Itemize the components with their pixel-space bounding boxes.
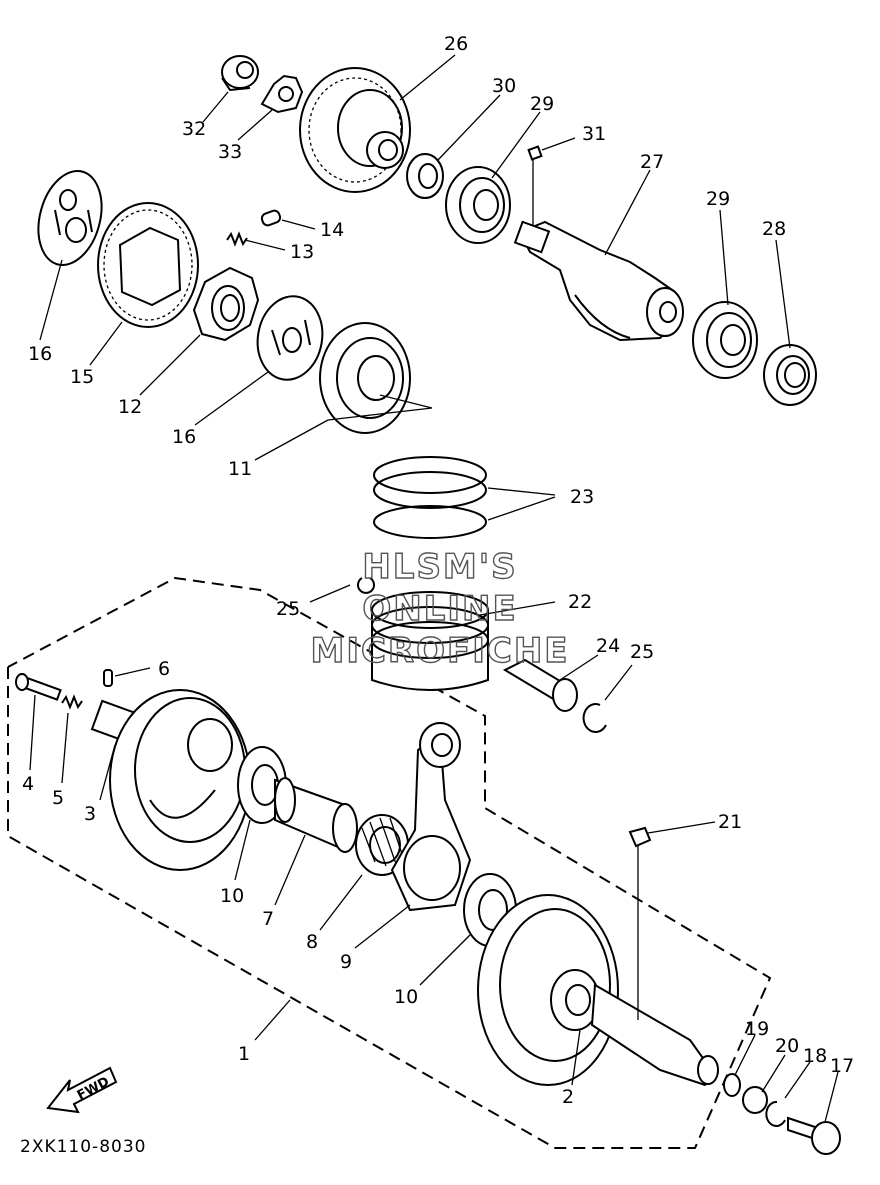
callout-4: 4 <box>22 773 34 795</box>
pin-part-6 <box>103 669 113 687</box>
callout-14: 14 <box>320 219 344 241</box>
callout-7: 7 <box>262 908 274 930</box>
callout-22: 22 <box>568 591 592 613</box>
watermark: HLSM'S ONLINE MICROFICHE <box>310 546 569 671</box>
washer-part-20 <box>742 1086 768 1114</box>
callout-21: 21 <box>718 811 742 833</box>
bolt-part-4 <box>15 673 62 701</box>
plate-part-16-lower <box>256 295 324 381</box>
callout-24: 24 <box>596 635 620 657</box>
key-part-31 <box>527 145 543 161</box>
crank-right-part-2 <box>477 894 719 1087</box>
piston-rings-part-23 <box>373 456 487 539</box>
callout-1: 1 <box>238 1043 250 1065</box>
bearing-part-29-upper <box>445 166 511 244</box>
callout-31: 31 <box>582 123 606 145</box>
callout-16-lower: 16 <box>172 426 196 448</box>
callout-27: 27 <box>640 151 664 173</box>
callout-11: 11 <box>228 458 252 480</box>
callout-23: 23 <box>570 486 594 508</box>
callout-19: 19 <box>745 1018 769 1040</box>
callout-9: 9 <box>340 951 352 973</box>
callout-26: 26 <box>444 33 468 55</box>
crank-pin-part-7 <box>274 777 358 853</box>
watermark-line-2: ONLINE <box>362 589 517 629</box>
callout-13: 13 <box>290 241 314 263</box>
circlip-part-25-right <box>582 703 607 734</box>
callout-2: 2 <box>562 1086 574 1108</box>
callout-10-right: 10 <box>394 986 418 1008</box>
bearing-part-29-right <box>692 301 758 379</box>
diagram-code: 2XK110-8030 <box>20 1137 146 1157</box>
callout-15: 15 <box>70 366 94 388</box>
callout-17: 17 <box>830 1055 854 1077</box>
circlip-part-18 <box>765 1100 786 1127</box>
balancer-shaft-part-27 <box>513 220 684 342</box>
callout-10-left: 10 <box>220 885 244 907</box>
bolt-part-17 <box>787 1116 841 1155</box>
watermark-line-1: HLSM'S <box>362 547 517 587</box>
callout-30: 30 <box>492 75 516 97</box>
key-part-21 <box>628 826 652 848</box>
callout-20: 20 <box>775 1035 799 1057</box>
o-ring-part-19 <box>723 1073 741 1097</box>
callout-5: 5 <box>52 787 64 809</box>
spacer-part-30 <box>406 153 444 199</box>
gear-part-15 <box>97 202 199 328</box>
spring-part-5 <box>61 694 83 710</box>
piston-part-22 <box>371 591 489 691</box>
collar-part-32 <box>221 55 259 92</box>
hub-part-12 <box>192 266 260 342</box>
callout-29-right: 29 <box>706 188 730 210</box>
callout-8: 8 <box>306 931 318 953</box>
callout-28: 28 <box>762 218 786 240</box>
callout-3: 3 <box>84 803 96 825</box>
piston-pin-part-24 <box>502 658 578 712</box>
fwd-arrow-icon: FWD <box>46 1066 118 1114</box>
assembly-boundary <box>7 576 772 1149</box>
circlip-part-25-left <box>357 577 375 594</box>
plate-part-16-upper <box>37 169 103 267</box>
spring-part-13 <box>226 231 248 247</box>
callout-12: 12 <box>118 396 142 418</box>
callout-18: 18 <box>803 1045 827 1067</box>
watermark-line-3: MICROFICHE <box>310 631 569 671</box>
pin-part-14 <box>260 209 282 227</box>
balancer-drive-gear-part-26 <box>299 67 411 193</box>
callout-29-upper: 29 <box>530 93 554 115</box>
callout-32: 32 <box>182 118 206 140</box>
connecting-rod-part-9 <box>390 722 472 912</box>
crank-left-part-3 <box>90 689 251 871</box>
callout-33: 33 <box>218 141 242 163</box>
lock-washer-part-33 <box>260 74 304 114</box>
bearing-part-11 <box>319 322 411 434</box>
callout-25-left: 25 <box>276 598 300 620</box>
callout-6: 6 <box>158 658 170 680</box>
callout-16-upper: 16 <box>28 343 52 365</box>
oil-seal-part-28 <box>763 344 817 406</box>
callout-25-right: 25 <box>630 641 654 663</box>
leader-lines <box>29 54 839 1123</box>
